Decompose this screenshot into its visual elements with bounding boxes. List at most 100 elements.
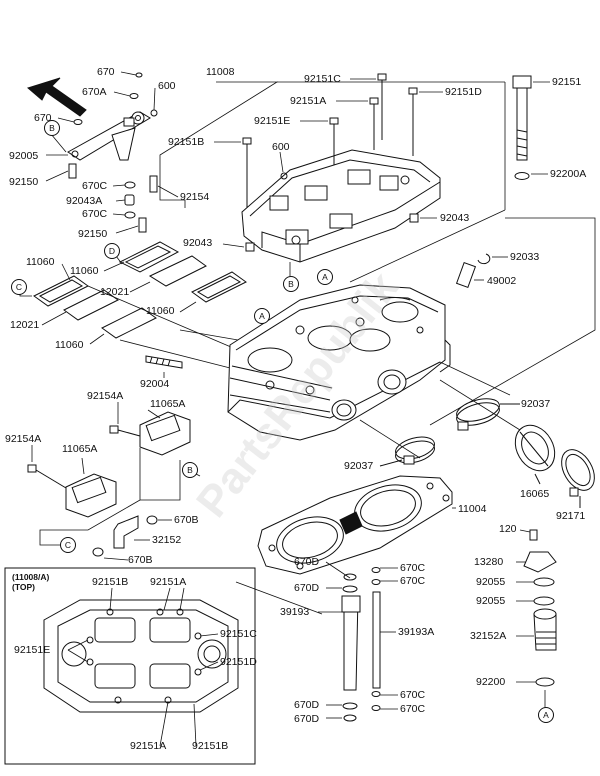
inset-label-92151A: 92151A <box>130 740 167 752</box>
circlip-92033 <box>477 253 508 265</box>
label-11065A: 11065A <box>62 443 98 455</box>
label-32152: 32152 <box>152 534 182 546</box>
label-670D: 670D <box>294 713 320 725</box>
inset-label-92151D: 92151D <box>220 656 257 668</box>
inset-label-92151A: 92151A <box>150 576 187 588</box>
label-670C: 670C <box>400 703 426 715</box>
label-670: 670 <box>34 112 52 124</box>
label-670D: 670D <box>294 556 320 568</box>
label-92154A: 92154A <box>87 390 124 402</box>
label-11008: 11008 <box>206 66 235 78</box>
head-gasket-11004 <box>257 475 456 575</box>
label-92037: 92037 <box>521 398 551 410</box>
label-11060: 11060 <box>146 305 175 317</box>
label-13280: 13280 <box>474 556 504 568</box>
label-670C: 670C <box>82 208 108 220</box>
label-92171: 92171 <box>556 510 586 522</box>
label-670D: 670D <box>294 699 320 711</box>
fitting-32152A <box>516 529 557 707</box>
inset-subtitle: (TOP) <box>12 582 35 592</box>
bolt-92151 <box>512 75 550 180</box>
inset-box <box>4 567 256 765</box>
label-670B: 670B <box>128 554 153 566</box>
marker-d: D <box>104 243 120 259</box>
label-12021: 12021 <box>100 286 130 298</box>
leaders-reed <box>19 255 239 371</box>
label-92151A: 92151A <box>290 95 327 107</box>
label-39193: 39193 <box>280 606 310 618</box>
inset-label-92151E: 92151E <box>14 644 51 656</box>
hose-fitting-32152 <box>92 515 172 561</box>
label-92150: 92150 <box>78 228 108 240</box>
reed-valve-11065A-right <box>109 402 191 456</box>
marker-a-head: A <box>317 269 333 285</box>
label-670C: 670C <box>400 575 426 587</box>
marker-a-fitting: A <box>538 707 554 723</box>
stud-92004 <box>145 355 183 378</box>
label-670C: 670C <box>82 180 108 192</box>
marker-c-bottom: C <box>60 537 76 553</box>
label-92037: 92037 <box>344 460 374 472</box>
label-92200: 92200 <box>476 676 506 688</box>
label-92033: 92033 <box>510 251 540 263</box>
marker-c-left: C <box>11 279 27 295</box>
label-92150: 92150 <box>9 176 39 188</box>
inset-label-92151B: 92151B <box>92 576 129 588</box>
label-600: 600 <box>158 80 176 92</box>
leaders-upper-left <box>45 71 179 234</box>
label-11060: 11060 <box>70 265 99 277</box>
label-670: 670 <box>97 66 115 78</box>
label-92151D: 92151D <box>445 86 482 98</box>
label-39193A: 39193A <box>398 626 435 638</box>
marker-b-valve: B <box>182 462 198 478</box>
label-92151B: 92151B <box>168 136 205 148</box>
label-11004: 11004 <box>458 503 487 515</box>
frame-11008 <box>159 81 596 426</box>
bolts-cover <box>242 73 419 252</box>
cylinder-head-main <box>227 284 451 441</box>
label-92043: 92043 <box>183 237 213 249</box>
reed-covers-left <box>33 241 247 339</box>
clamp-92037-a <box>456 398 520 431</box>
marker-a-left: A <box>254 308 270 324</box>
label-11060: 11060 <box>26 256 55 268</box>
label-92055: 92055 <box>476 595 506 607</box>
label-670A: 670A <box>82 86 107 98</box>
pipe-39193 <box>318 561 361 722</box>
label-92200A: 92200A <box>550 168 587 180</box>
inset-title: (11008/A) <box>12 572 50 582</box>
holder-16065 <box>514 424 556 485</box>
head-cover-11008 <box>241 149 441 263</box>
label-92043A: 92043A <box>66 195 103 207</box>
marker-b-top: B <box>44 120 60 136</box>
label-670D: 670D <box>294 582 320 594</box>
leaders-inset <box>67 581 323 747</box>
clamp-92171 <box>561 449 595 508</box>
label-92043: 92043 <box>440 212 470 224</box>
label-92055: 92055 <box>476 576 506 588</box>
pin-49002 <box>455 261 484 289</box>
label-32152A: 32152A <box>470 630 507 642</box>
label-92004: 92004 <box>140 378 170 390</box>
label-16065: 16065 <box>520 488 550 500</box>
label-49002: 49002 <box>487 275 517 287</box>
label-92151E: 92151E <box>254 115 291 127</box>
front-arrow-icon <box>26 77 87 117</box>
inset-label-92151C: 92151C <box>220 628 257 640</box>
label-120: 120 <box>499 523 517 535</box>
label-92151C: 92151C <box>304 73 341 85</box>
leaders-cover <box>214 78 443 276</box>
label-92154A: 92154A <box>5 433 42 445</box>
marker-b-cover: B <box>283 276 299 292</box>
pipe-39193A <box>371 567 398 711</box>
label-600: 600 <box>272 141 290 153</box>
inset-label-92151B: 92151B <box>192 740 229 752</box>
label-670C: 670C <box>400 562 426 574</box>
small-parts-upper-left <box>68 72 158 233</box>
bracket-92005 <box>67 111 151 161</box>
label-92154: 92154 <box>180 191 210 203</box>
label-11060: 11060 <box>55 339 84 351</box>
leaders-intake <box>359 361 521 459</box>
